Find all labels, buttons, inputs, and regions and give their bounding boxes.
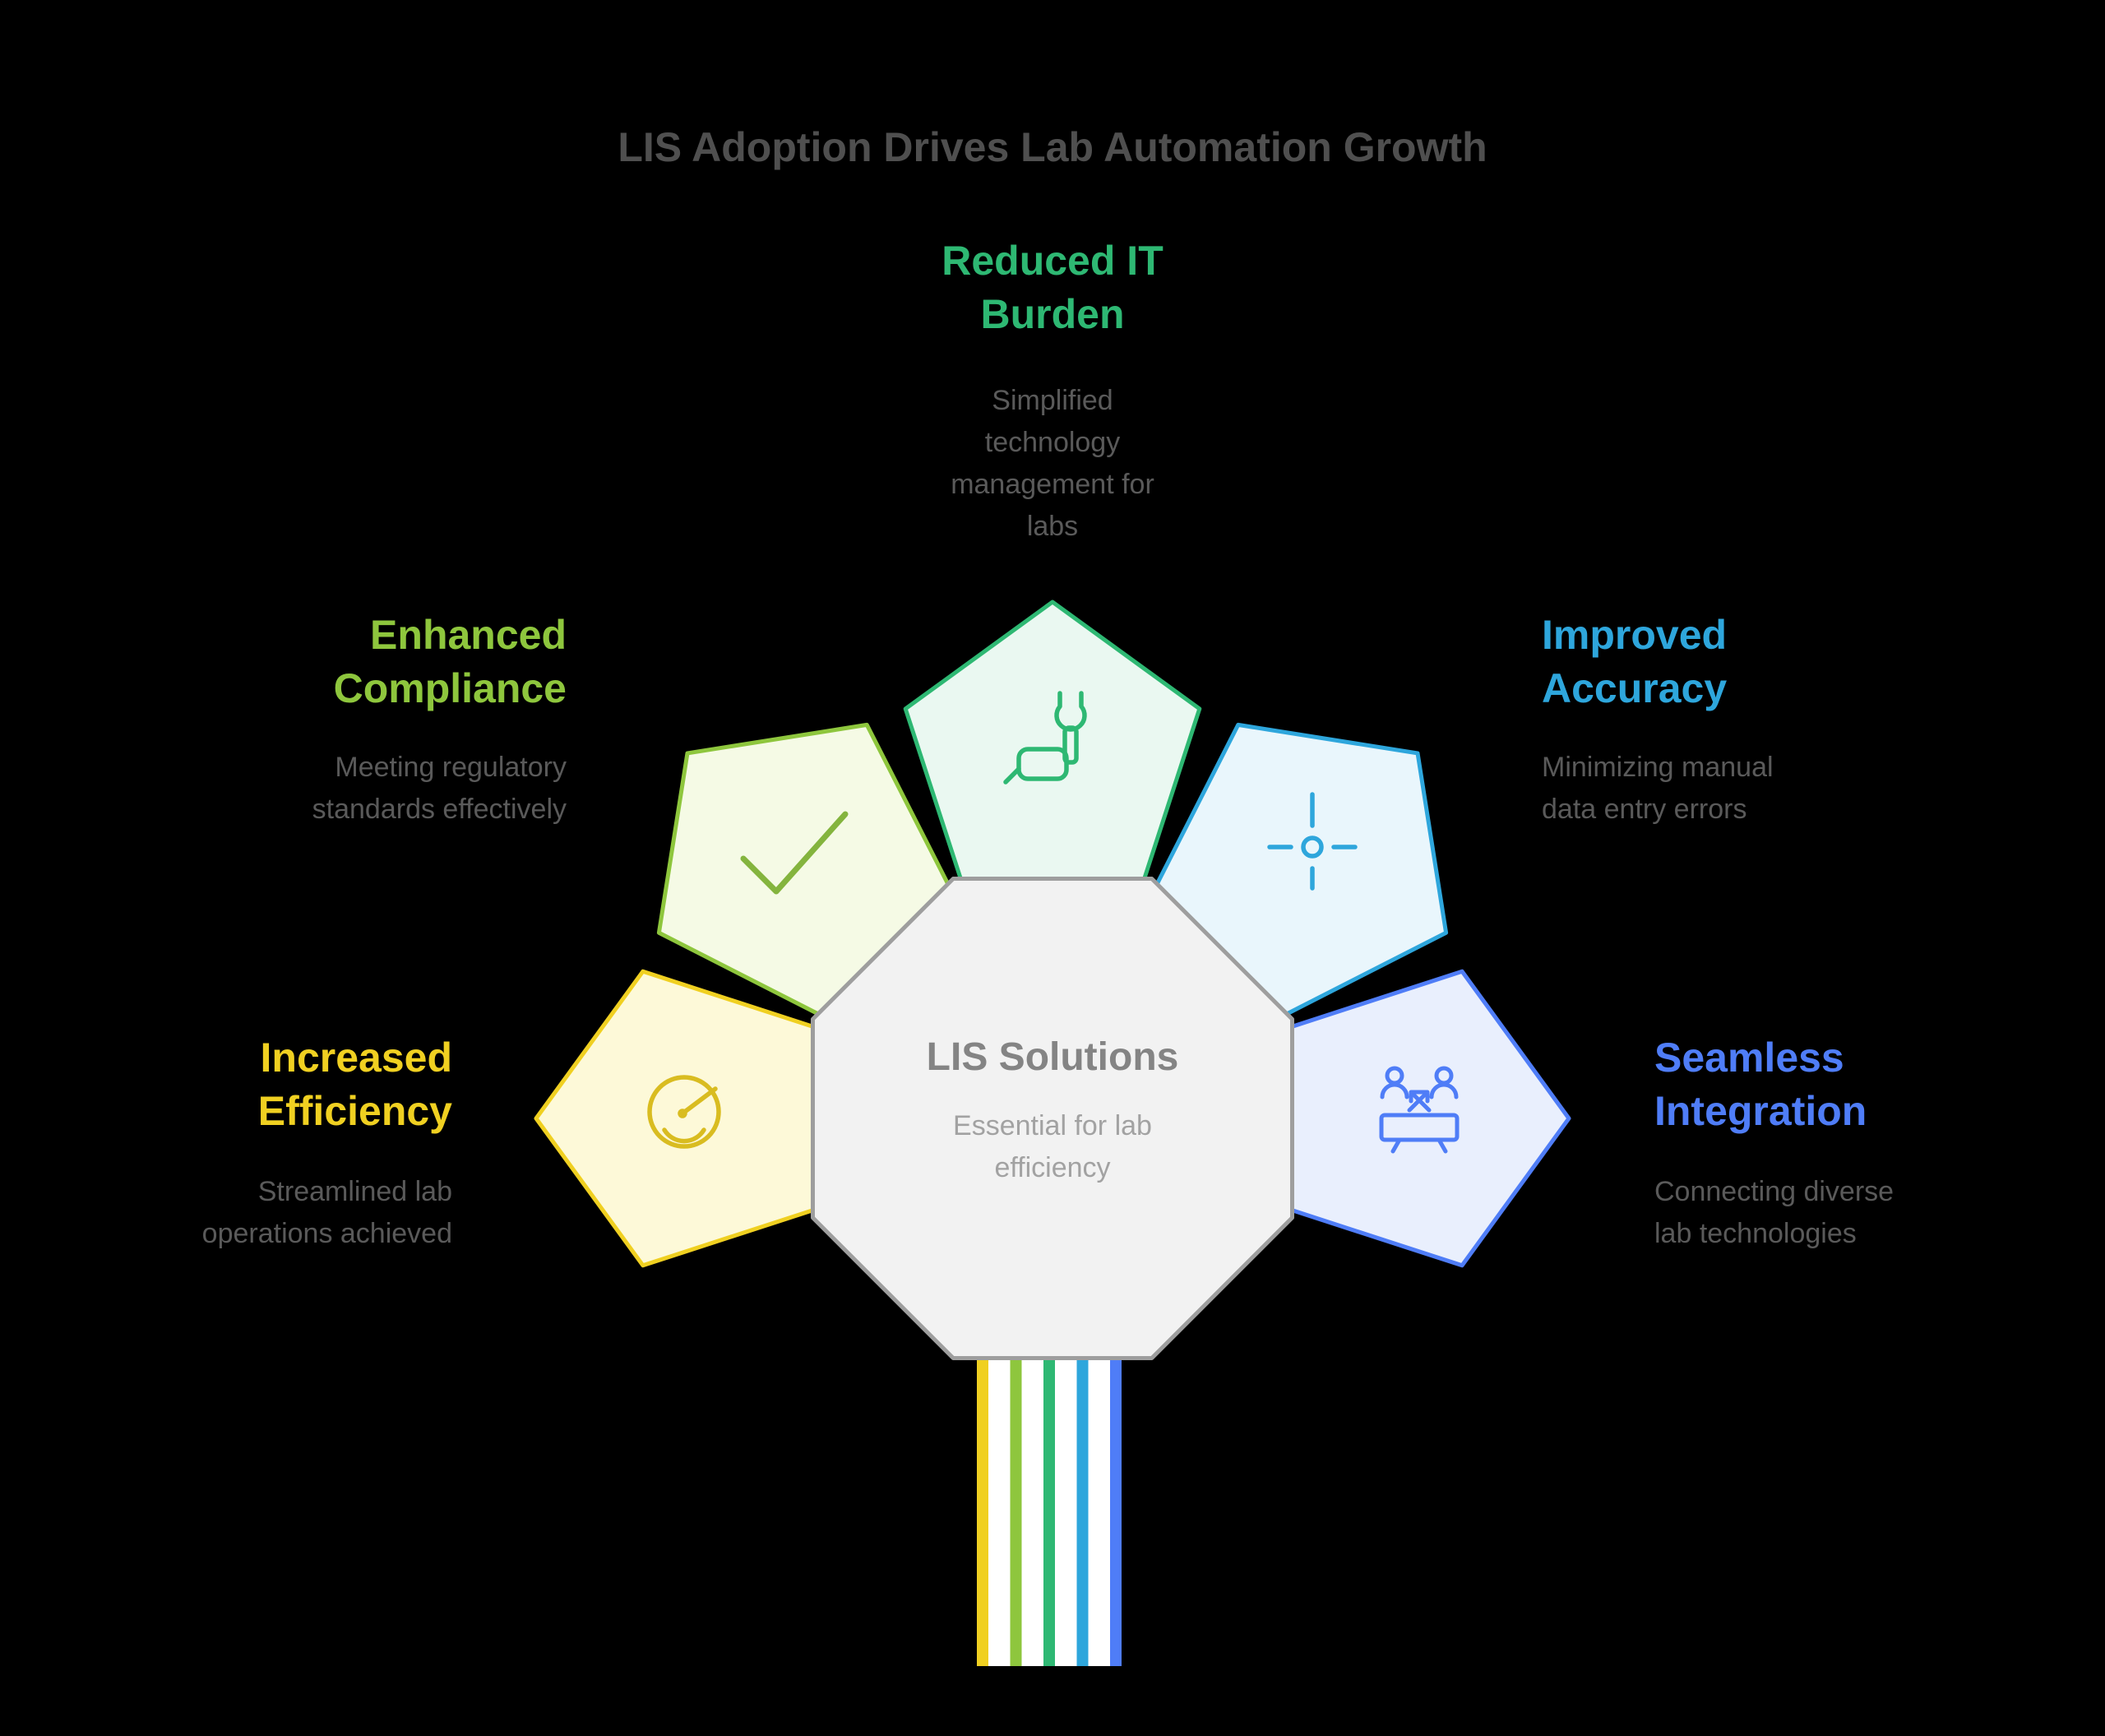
- benefit-description-increased-efficiency: Streamlined lab operations achieved: [201, 1176, 452, 1249]
- people-monitor-icon: [1379, 1066, 1460, 1154]
- benefit-heading-increased-efficiency: Increased Efficiency: [257, 1035, 452, 1134]
- wrench-hand-icon: [1003, 691, 1087, 785]
- trunk-stripe-blue: [1110, 1314, 1122, 1666]
- pentagon-reduced-it-burden: [903, 599, 1202, 884]
- octagon-shape: [811, 877, 1294, 1360]
- benefit-description-enhanced-compliance: Meeting regulatory standards effectively: [312, 752, 567, 825]
- trunk-stripe-green: [1043, 1314, 1055, 1666]
- benefit-heading-enhanced-compliance: Enhanced Compliance: [333, 612, 567, 711]
- diagram-title: LIS Adoption Drives Lab Automation Growt…: [618, 124, 1487, 170]
- benefit-heading-improved-accuracy: Improved Accuracy: [1542, 612, 1728, 711]
- checkmark-icon: [740, 811, 849, 895]
- trunk-stripe-cyan: [1076, 1314, 1089, 1666]
- benefit-heading-reduced-it-burden: Reduced IT Burden: [941, 238, 1164, 337]
- pentagon-shape: [903, 599, 1202, 884]
- benefit-heading-seamless-integration: Seamless Integration: [1654, 1035, 1867, 1134]
- benefit-description-seamless-integration: Connecting diverse lab technologies: [1654, 1176, 1894, 1249]
- benefit-description-improved-accuracy: Minimizing manual data entry errors: [1542, 752, 1774, 825]
- center-octagon: [811, 877, 1294, 1360]
- trunk: [977, 1314, 1122, 1666]
- center-subheading: Essential for lab efficiency: [953, 1110, 1152, 1183]
- center-heading: LIS Solutions: [926, 1035, 1179, 1079]
- benefit-description-reduced-it-burden: Simplified technology management for lab…: [951, 385, 1154, 542]
- gauge-icon: [647, 1075, 721, 1149]
- crosshair-icon: [1267, 792, 1358, 891]
- trunk-stripe-yellow: [977, 1314, 988, 1666]
- trunk-stripe-lime: [1010, 1314, 1022, 1666]
